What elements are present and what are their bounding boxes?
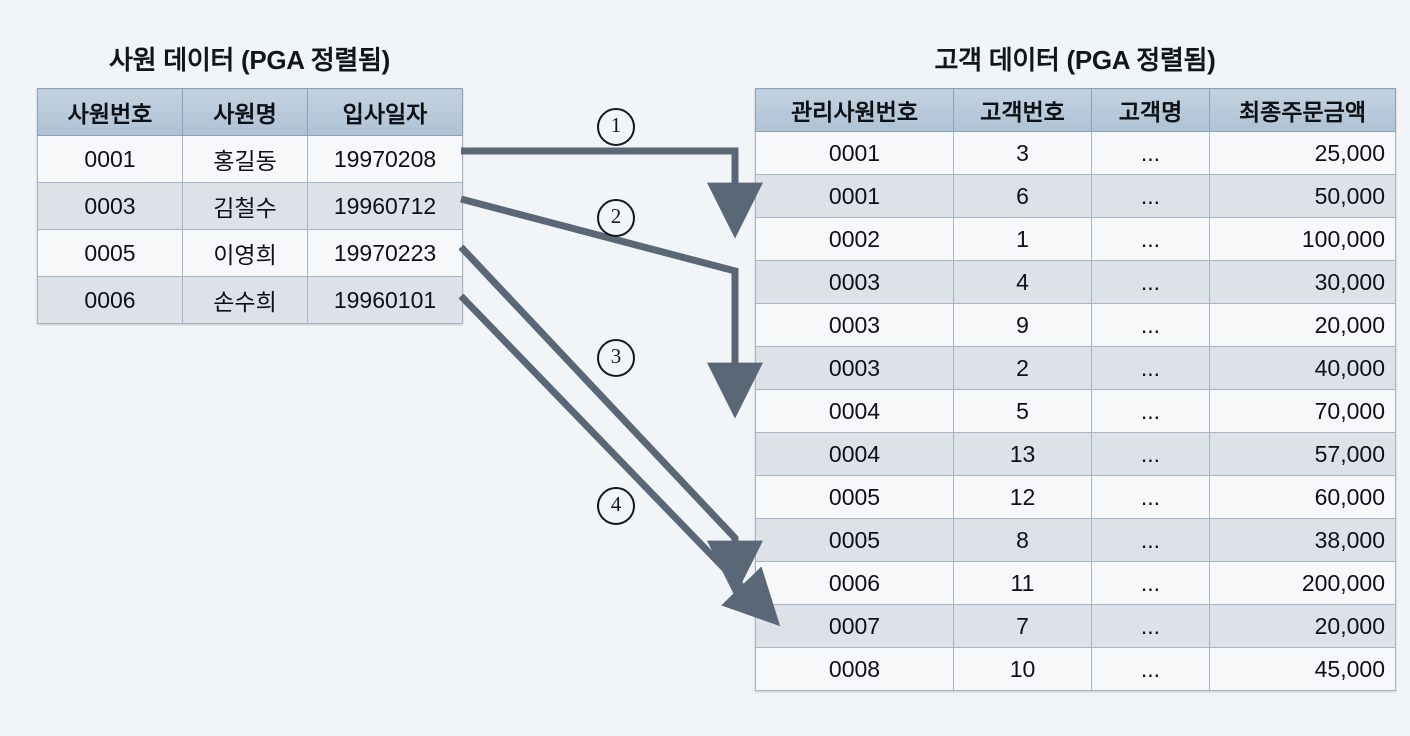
column-header-employee-id: 사원번호 [37, 88, 183, 136]
cell-customer-id: 7 [953, 604, 1092, 648]
cell-customer-id: 10 [953, 647, 1092, 691]
table-row: 0006 손수희 19960101 [37, 276, 463, 324]
cell-customer-name: ... [1091, 389, 1210, 433]
cell-manager-employee-id: 0005 [755, 518, 954, 562]
table-row: 0007 7 ... 20,000 [755, 604, 1396, 648]
cell-customer-id: 6 [953, 174, 1092, 218]
cell-customer-id: 13 [953, 432, 1092, 476]
cell-customer-name: ... [1091, 303, 1210, 347]
employee-data-table: 사원번호 사원명 입사일자 0001 홍길동 19970208 0003 김철수… [37, 88, 463, 324]
cell-manager-employee-id: 0001 [755, 174, 954, 218]
cell-customer-name: ... [1091, 475, 1210, 519]
table-row: 0005 12 ... 60,000 [755, 475, 1396, 519]
cell-last-order-amount: 200,000 [1209, 561, 1396, 605]
table-row: 0005 8 ... 38,000 [755, 518, 1396, 562]
table-row: 0001 홍길동 19970208 [37, 135, 463, 183]
cell-customer-id: 11 [953, 561, 1092, 605]
cell-manager-employee-id: 0003 [755, 260, 954, 304]
step-marker-2: 2 [597, 199, 635, 237]
cell-customer-name: ... [1091, 647, 1210, 691]
cell-manager-employee-id: 0006 [755, 561, 954, 605]
cell-customer-id: 1 [953, 217, 1092, 261]
cell-customer-name: ... [1091, 518, 1210, 562]
cell-customer-id: 3 [953, 131, 1092, 175]
cell-last-order-amount: 57,000 [1209, 432, 1396, 476]
customer-data-table: 관리사원번호 고객번호 고객명 최종주문금액 0001 3 ... 25,000… [755, 88, 1396, 691]
table-row: 0001 3 ... 25,000 [755, 131, 1396, 175]
column-header-employee-name: 사원명 [182, 88, 308, 136]
cell-manager-employee-id: 0007 [755, 604, 954, 648]
column-header-hire-date: 입사일자 [307, 88, 463, 136]
cell-customer-name: ... [1091, 346, 1210, 390]
table-row: 0001 6 ... 50,000 [755, 174, 1396, 218]
column-header-customer-id: 고객번호 [953, 88, 1092, 132]
cell-customer-name: ... [1091, 604, 1210, 648]
cell-customer-id: 5 [953, 389, 1092, 433]
customer-table-title: 고객 데이터 (PGA 정렬됨) [934, 45, 1216, 75]
cell-customer-name: ... [1091, 260, 1210, 304]
table-row: 0006 11 ... 200,000 [755, 561, 1396, 605]
cell-last-order-amount: 50,000 [1209, 174, 1396, 218]
cell-employee-id: 0003 [37, 182, 183, 230]
cell-employee-id: 0005 [37, 229, 183, 277]
cell-customer-name: ... [1091, 131, 1210, 175]
table-row: 0003 김철수 19960712 [37, 182, 463, 230]
cell-manager-employee-id: 0008 [755, 647, 954, 691]
step-marker-4: 4 [597, 487, 635, 525]
cell-employee-name: 이영희 [182, 229, 308, 277]
step-marker-3: 3 [597, 339, 635, 377]
cell-last-order-amount: 60,000 [1209, 475, 1396, 519]
employee-table-title: 사원 데이터 (PGA 정렬됨) [109, 45, 390, 75]
cell-employee-name: 김철수 [182, 182, 308, 230]
column-header-customer-name: 고객명 [1091, 88, 1210, 132]
cell-customer-name: ... [1091, 432, 1210, 476]
table-header-row: 사원번호 사원명 입사일자 [37, 88, 463, 136]
step-marker-1: 1 [597, 108, 635, 146]
cell-customer-id: 4 [953, 260, 1092, 304]
cell-manager-employee-id: 0004 [755, 389, 954, 433]
table-row: 0005 이영희 19970223 [37, 229, 463, 277]
cell-employee-name: 홍길동 [182, 135, 308, 183]
cell-customer-id: 12 [953, 475, 1092, 519]
cell-manager-employee-id: 0002 [755, 217, 954, 261]
cell-last-order-amount: 45,000 [1209, 647, 1396, 691]
cell-last-order-amount: 30,000 [1209, 260, 1396, 304]
cell-last-order-amount: 20,000 [1209, 303, 1396, 347]
cell-customer-id: 2 [953, 346, 1092, 390]
cell-customer-name: ... [1091, 561, 1210, 605]
cell-last-order-amount: 20,000 [1209, 604, 1396, 648]
cell-customer-name: ... [1091, 217, 1210, 261]
cell-customer-id: 8 [953, 518, 1092, 562]
table-row: 0003 2 ... 40,000 [755, 346, 1396, 390]
cell-hire-date: 19970208 [307, 135, 463, 183]
cell-employee-name: 손수희 [182, 276, 308, 324]
table-header-row: 관리사원번호 고객번호 고객명 최종주문금액 [755, 88, 1396, 132]
cell-last-order-amount: 100,000 [1209, 217, 1396, 261]
cell-employee-id: 0006 [37, 276, 183, 324]
cell-hire-date: 19960712 [307, 182, 463, 230]
cell-customer-name: ... [1091, 174, 1210, 218]
cell-manager-employee-id: 0003 [755, 346, 954, 390]
cell-last-order-amount: 38,000 [1209, 518, 1396, 562]
table-row: 0008 10 ... 45,000 [755, 647, 1396, 691]
cell-manager-employee-id: 0001 [755, 131, 954, 175]
cell-last-order-amount: 40,000 [1209, 346, 1396, 390]
cell-manager-employee-id: 0004 [755, 432, 954, 476]
cell-employee-id: 0001 [37, 135, 183, 183]
join-arrow-1 [461, 147, 763, 239]
table-row: 0002 1 ... 100,000 [755, 217, 1396, 261]
table-row: 0004 13 ... 57,000 [755, 432, 1396, 476]
cell-manager-employee-id: 0003 [755, 303, 954, 347]
table-row: 0003 9 ... 20,000 [755, 303, 1396, 347]
table-row: 0003 4 ... 30,000 [755, 260, 1396, 304]
column-header-last-order-amount: 최종주문금액 [1209, 88, 1396, 132]
table-row: 0004 5 ... 70,000 [755, 389, 1396, 433]
column-header-manager-employee-id: 관리사원번호 [755, 88, 954, 132]
cell-manager-employee-id: 0005 [755, 475, 954, 519]
cell-hire-date: 19970223 [307, 229, 463, 277]
cell-customer-id: 9 [953, 303, 1092, 347]
cell-hire-date: 19960101 [307, 276, 463, 324]
cell-last-order-amount: 25,000 [1209, 131, 1396, 175]
cell-last-order-amount: 70,000 [1209, 389, 1396, 433]
